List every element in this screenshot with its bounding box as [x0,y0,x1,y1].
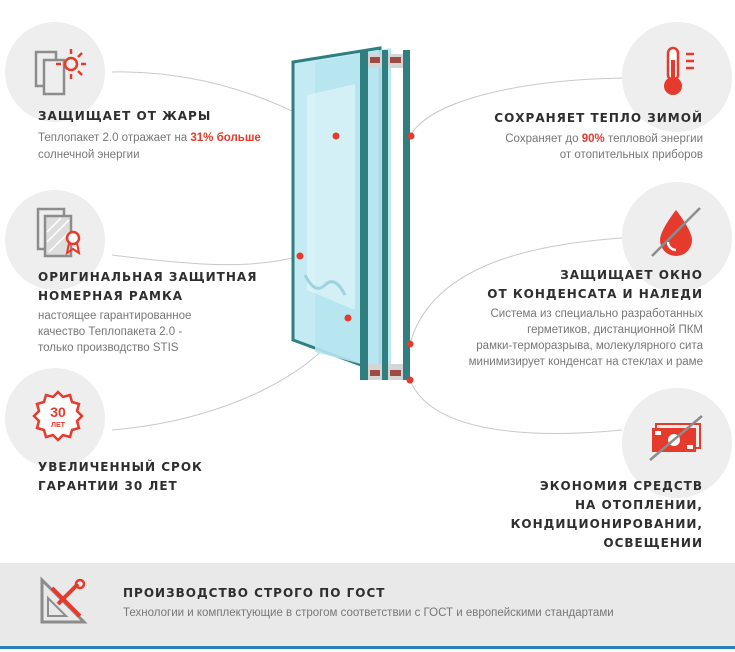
warranty-title-line2: ГАРАНТИИ 30 ЛЕТ [38,479,178,493]
spacer-sieve-3 [370,370,380,376]
frame-title-line1: ОРИГИНАЛЬНАЯ ЗАЩИТНАЯ [38,270,258,284]
connector-frame [111,254,301,266]
warranty-badge-number: 30 [50,404,66,420]
glass-edge-3 [403,50,410,380]
bottom-accent-line [0,646,735,649]
frame-desc-line3: только производство STIS [38,342,179,354]
marker-dot-heat [332,132,340,140]
warm-desc-line2: от отопительных приборов [559,149,703,161]
glass-reflection [307,84,355,310]
frame-desc-line2: качество Теплопакета 2.0 - [38,326,183,338]
sun-panel-icon [34,49,86,96]
spacer-sieve-1 [370,57,380,63]
frame-title-line2: НОМЕРНАЯ РАМКА [38,289,184,303]
heat-highlight: 31% больше [190,132,261,144]
gost-title: ПРОИЗВОДСТВО СТРОГО ПО ГОСТ [123,586,386,600]
warranty-title-line1: УВЕЛИЧЕННЫЙ СРОК [38,460,203,474]
no-money-icon [649,415,703,461]
savings-title-line4: ОСВЕЩЕНИИ [603,536,703,550]
warranty-badge-text: ЛЕТ [51,422,66,429]
condensate-desc-line3: рамки-терморазрыва, молекулярного сита [476,340,703,352]
thermometer-icon [664,46,694,95]
glass-edge-2 [382,50,388,380]
warm-highlight: 90% [581,133,605,145]
savings-title-line2: НА ОТОПЛЕНИИ, [575,498,703,512]
marker-dot-savings [406,376,414,384]
frame-number-marking [303,274,347,296]
marker-dot-warranty [344,314,352,322]
no-drop-icon [651,207,701,257]
condensate-desc-line1: Система из специально разработанных [490,308,703,320]
spacer-sieve-2 [390,57,401,63]
warranty-badge-icon: 30 ЛЕТ [32,390,84,442]
warm-title: СОХРАНЯЕТ ТЕПЛО ЗИМОЙ [494,111,703,125]
heat-title: ЗАЩИЩАЕТ ОТ ЖАРЫ [38,109,212,123]
marker-dot-condensate [406,340,414,348]
certificate-icon [36,207,81,258]
condensate-title-line2: ОТ КОНДЕНСАТА И НАЛЕДИ [487,287,703,301]
condensate-title-line1: ЗАЩИЩАЕТ ОКНО [560,268,703,282]
gost-description: Технологии и комплектующие в строгом соо… [123,607,614,619]
glass-edge-1 [360,50,368,380]
gost-banner [0,563,735,646]
marker-dot-warm [407,132,415,140]
connector-condensate [409,237,623,345]
connector-warm [409,77,623,137]
savings-title-line3: КОНДИЦИОНИРОВАНИИ, [510,517,703,531]
connector-savings [409,379,623,434]
glazing-unit-illustration [291,46,415,384]
condensate-desc-line2: герметиков, дистанционной ПКМ [527,324,703,336]
tools-icon [40,576,88,624]
condensate-desc-line4: минимизирует конденсат на стеклах и раме [468,356,703,368]
spacer-sieve-4 [390,370,401,376]
marker-dot-frame [296,252,304,260]
frame-desc-line1: настоящее гарантированное [38,310,192,322]
warm-desc-line1: Сохраняет до 90% тепловой энергии [505,133,703,145]
savings-title-line1: ЭКОНОМИЯ СРЕДСТВ [539,479,703,493]
